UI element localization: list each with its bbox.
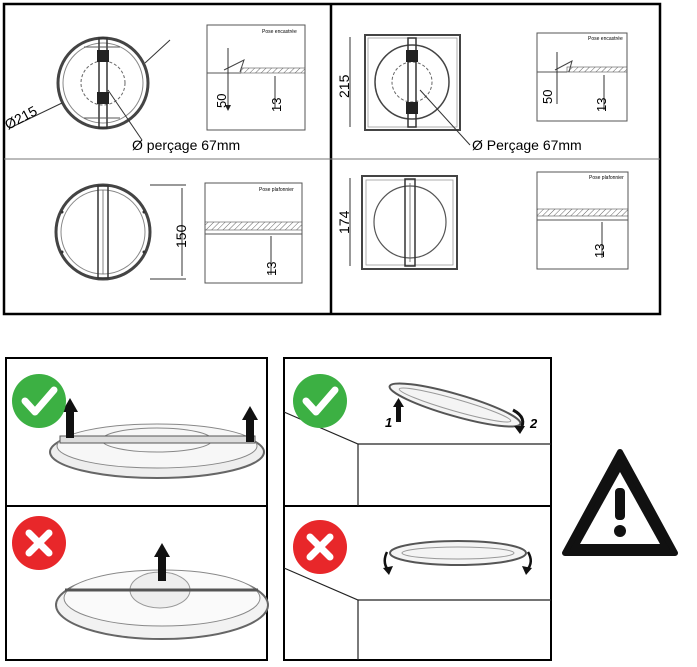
square-recessed-depth-label: 50	[540, 90, 555, 104]
round-surface-section: Pose plafonnier 13	[204, 182, 303, 284]
square-drilling-leader	[419, 89, 471, 146]
drilling-label-round: Ø perçage 67mm	[132, 137, 240, 153]
surface-height-label: 150	[173, 224, 189, 248]
square-recessed-top-view	[364, 34, 461, 131]
round-recessed-top-view	[56, 36, 150, 130]
square-side-label: 215	[336, 74, 352, 98]
recessed-caption: Pose encastrée	[262, 29, 297, 35]
install-instructions: 1 2	[5, 357, 678, 661]
square-surface-section: Pose plafonnier 13	[536, 171, 629, 270]
arrow-up-icon	[66, 410, 74, 438]
panel-correct-insert: 1 2	[283, 382, 551, 506]
diameter-label: Ø215	[2, 102, 40, 132]
surface-offset-label: 13	[264, 262, 279, 276]
recessed-depth-label: 50	[214, 94, 229, 108]
panel-correct-lift	[49, 398, 265, 479]
square-recessed-offset-label: 13	[594, 98, 609, 112]
spec-sheet: Ø215 Ø perçage 67mm Pose encastrée 50 13	[2, 2, 662, 316]
square-surface-offset-label: 13	[592, 244, 607, 258]
square-surface-side-label: 174	[336, 210, 352, 234]
check-icon	[12, 374, 66, 428]
panel-wrong-lift	[55, 543, 269, 640]
arrow-up-icon	[158, 555, 166, 581]
check-icon	[293, 374, 347, 428]
drilling-leader	[107, 89, 143, 141]
recessed-offset-label: 13	[269, 98, 284, 112]
surface-caption: Pose plafonnier	[259, 187, 294, 193]
drilling-label-square: Ø Perçage 67mm	[472, 137, 582, 153]
arrow-up-icon	[396, 405, 401, 422]
square-recessed-section: Pose encastrée 50 13	[536, 32, 628, 122]
step-2-label: 2	[529, 416, 538, 431]
warning-icon	[562, 449, 678, 556]
square-surface-caption: Pose plafonnier	[589, 175, 624, 181]
panel-wrong-insert	[283, 540, 551, 660]
arrow-up-icon	[246, 418, 254, 442]
cross-icon	[293, 520, 347, 574]
square-recessed-caption: Pose encastrée	[588, 36, 623, 42]
cross-icon	[12, 516, 66, 570]
round-recessed-section: Pose encastrée 50 13	[206, 24, 306, 131]
round-surface-top-view	[54, 183, 152, 281]
step-1-label: 1	[385, 415, 392, 430]
square-surface-top-view	[361, 175, 458, 270]
